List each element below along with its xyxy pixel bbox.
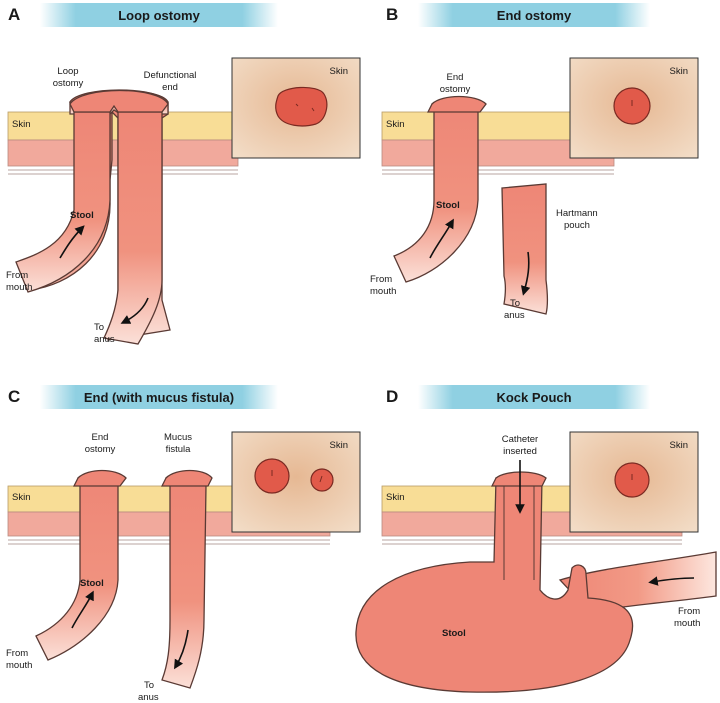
panel-a-to-label-2: anus xyxy=(94,334,115,345)
panel-d-catheter-label-1: Catheter xyxy=(502,434,538,445)
panel-d-title: Kock Pouch xyxy=(496,390,571,405)
panel-c-anus-arrow xyxy=(174,629,189,670)
panel-d-letter: D xyxy=(386,387,398,406)
panel-a-to-label-1: To xyxy=(94,322,104,333)
panel-c-end-ostomy-label-2: ostomy xyxy=(85,444,116,455)
panel-a-proximal-limb xyxy=(15,111,111,293)
panel-b-skin-label: Skin xyxy=(386,119,404,130)
panel-b-to-label-2: anus xyxy=(504,310,525,321)
panel-a-inset-label: Skin xyxy=(330,66,348,77)
panel-c-to-label-2: anus xyxy=(138,692,159,703)
panel-c-stool-label: Stool xyxy=(80,578,104,589)
panel-c-stoma-rim xyxy=(72,469,127,487)
panel-a-title: Loop ostomy xyxy=(118,8,200,23)
panel-d-kock-pouch xyxy=(355,477,634,693)
panel-a-banner xyxy=(40,3,278,27)
panel-a-loop-ostomy-label-2: ostomy xyxy=(53,78,84,89)
panel-b-to-label-1: To xyxy=(510,298,520,309)
panel-c-from-label-2: mouth xyxy=(6,660,32,671)
panel-b-from-label-1: From xyxy=(370,274,392,285)
panel-a-skin-label: Skin xyxy=(12,119,30,130)
panel-c-stool-arrow xyxy=(71,590,94,629)
panel-d-stoma-rim xyxy=(490,471,547,487)
panel-d-banner xyxy=(418,385,650,409)
panel-b-inset-label: Skin xyxy=(670,66,688,77)
panel-b-anus-arrow xyxy=(520,251,531,296)
panel-c: C End (with mucus fistula) Skin End osto… xyxy=(6,385,361,703)
panel-b-hartmann-label-1: Hartmann xyxy=(556,208,598,219)
panel-b-end-ostomy-label-2: ostomy xyxy=(440,84,471,95)
panel-a-stoma xyxy=(275,86,328,127)
panel-d-skin-label: Skin xyxy=(386,492,404,503)
panel-d-from-label-1: From xyxy=(678,606,700,617)
panel-b-stool-label: Stool xyxy=(436,200,460,211)
panel-c-fistula-stoma xyxy=(310,468,334,492)
panel-a-stoma-rim xyxy=(69,89,169,113)
panel-c-to-label-1: To xyxy=(144,680,154,691)
panel-d-stool-arrow xyxy=(648,576,695,586)
panel-c-mucus-label-2: fistula xyxy=(166,444,192,455)
panel-b-title: End ostomy xyxy=(497,8,572,23)
panel-c-inset-label: Skin xyxy=(330,440,348,451)
panel-c-from-label-1: From xyxy=(6,648,28,659)
panel-a-loop-ostomy-label-1: Loop xyxy=(57,66,78,77)
panel-b-hartmann-pouch xyxy=(501,183,549,315)
panel-d-from-label-2: mouth xyxy=(674,618,700,629)
panel-b-end-ostomy-label-1: End xyxy=(447,72,464,83)
panel-a-anus-arrow xyxy=(120,297,149,324)
panel-b: B End ostomy Skin End ostomy Stool Hartm… xyxy=(370,3,699,321)
panel-a-stool-label: Stool xyxy=(70,210,94,221)
panel-b-hartmann-label-2: pouch xyxy=(564,220,590,231)
panel-a-defunctional-label-2: end xyxy=(162,82,178,93)
panel-b-letter: B xyxy=(386,5,398,24)
panel-a-defunctional-label-1: Defunctional xyxy=(144,70,197,81)
panel-d: D Kock Pouch Skin Catheter inserted Stoo… xyxy=(355,385,717,693)
panel-b-banner xyxy=(418,3,650,27)
panel-c-end-ostomy-label-1: End xyxy=(92,432,109,443)
panel-c-banner xyxy=(40,385,278,409)
panel-d-inset-label: Skin xyxy=(670,440,688,451)
panel-a-distal-limb xyxy=(103,111,163,345)
panel-c-title: End (with mucus fistula) xyxy=(84,390,234,405)
panel-d-stool-label: Stool xyxy=(442,628,466,639)
panel-a-letter: A xyxy=(8,5,20,24)
panel-b-stool-arrow xyxy=(429,218,454,259)
panel-a: A Loop ostomy Skin Loop ostomy Defunctio… xyxy=(6,3,361,345)
panel-c-mucus-label-1: Mucus xyxy=(164,432,192,443)
panel-c-skin-inset xyxy=(231,431,361,533)
panel-c-letter: C xyxy=(8,387,20,406)
panel-b-from-label-2: mouth xyxy=(370,286,396,297)
panel-a-from-label-1: From xyxy=(6,270,28,281)
panel-d-catheter-label-2: inserted xyxy=(503,446,537,457)
panel-a-from-label-2: mouth xyxy=(6,282,32,293)
panel-a-stool-arrow xyxy=(59,225,85,259)
panel-c-fistula-rim xyxy=(160,469,213,487)
panel-c-skin-label: Skin xyxy=(12,492,30,503)
panel-b-stoma-rim xyxy=(426,95,487,113)
